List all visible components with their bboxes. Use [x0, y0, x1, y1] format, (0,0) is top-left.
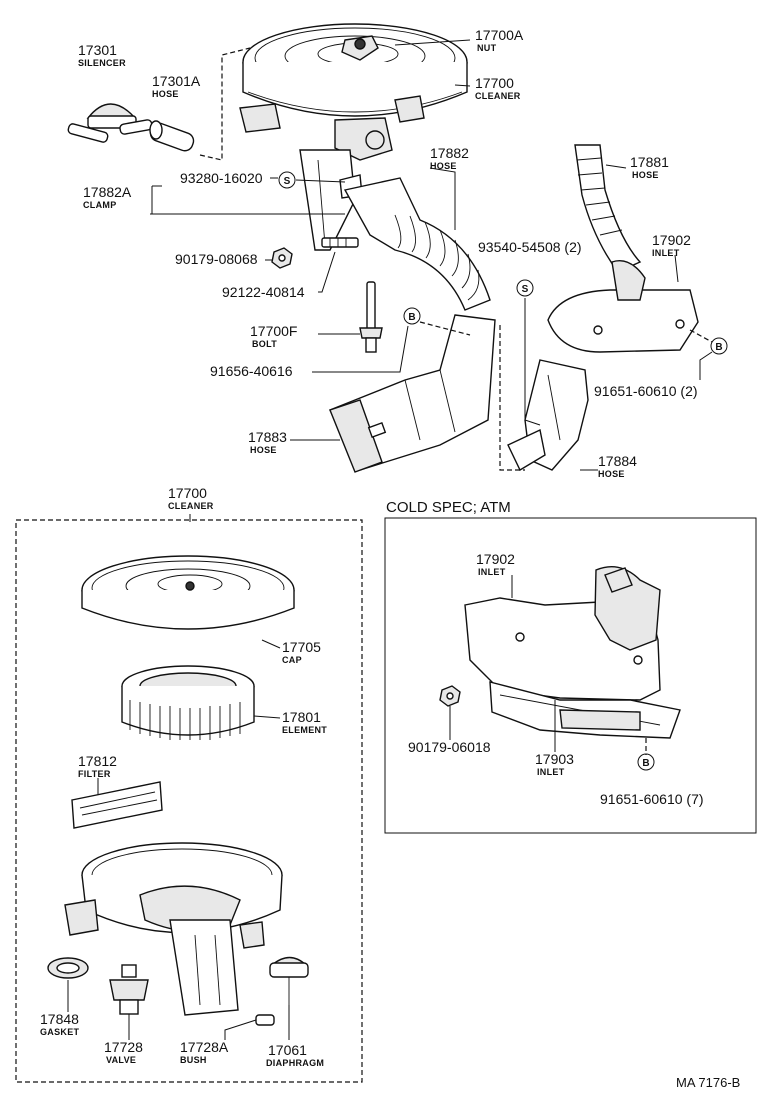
label-17883-num: 17883 [248, 429, 287, 445]
label-17903-name: INLET [537, 767, 565, 777]
diaphragm-17061-drawing [269, 956, 309, 1005]
label-17801-num: 17801 [282, 709, 321, 725]
label-17705-name: CAP [282, 655, 302, 665]
label-91651-7-num: 91651-60610 (7) [600, 791, 704, 807]
inlet-17903-drawing [489, 681, 681, 739]
inset-title: COLD SPEC; ATM [386, 499, 511, 516]
label-17848-num: 17848 [40, 1011, 79, 1027]
symbol-b-2: B [710, 337, 728, 355]
label-17700f-num: 17700F [250, 323, 297, 339]
label-17881-name: HOSE [632, 170, 659, 180]
label-17902b-name: INLET [478, 567, 506, 577]
label-92122-num: 92122-40814 [222, 284, 305, 300]
hose-17882-drawing [343, 177, 491, 311]
svg-text:B: B [715, 342, 722, 353]
label-17301-num: 17301 [78, 42, 117, 58]
label-17700a-name: NUT [477, 43, 497, 53]
label-91651-2-num: 91651-60610 (2) [594, 383, 698, 399]
label-17881-num: 17881 [630, 154, 669, 170]
inlet-17902-top-drawing [547, 260, 699, 353]
label-17700f-name: BOLT [252, 339, 277, 349]
label-90179-06018-num: 90179-06018 [408, 739, 491, 755]
label-17902b-num: 17902 [476, 551, 515, 567]
label-17902-num: 17902 [652, 232, 691, 248]
label-17882a-name: CLAMP [83, 200, 117, 210]
label-17061-name: DIAPHRAGM [266, 1058, 324, 1068]
label-17700-num: 17700 [475, 75, 514, 91]
inlet-17902-cold-spec-drawing [464, 566, 661, 701]
label-17301a-name: HOSE [152, 89, 179, 99]
label-91656-num: 91656-40616 [210, 363, 293, 379]
svg-text:B: B [408, 312, 415, 323]
svg-text:S: S [284, 176, 291, 187]
hose-17884-drawing [507, 359, 589, 471]
label-17882a-num: 17882A [83, 184, 132, 200]
svg-text:B: B [642, 758, 649, 769]
label-17884-num: 17884 [598, 453, 637, 469]
label-17848-name: GASKET [40, 1027, 80, 1037]
label-17882-num: 17882 [430, 145, 469, 161]
label-17705-num: 17705 [282, 639, 321, 655]
bolt-17700f-drawing [359, 281, 383, 353]
gasket-17848-drawing [47, 957, 89, 979]
label-17812-num: 17812 [78, 753, 117, 769]
filter-17812-drawing [71, 781, 163, 829]
element-17801-drawing [121, 665, 255, 740]
label-17061-num: 17061 [268, 1042, 307, 1058]
stud-drawing [321, 237, 359, 248]
nut-90179-drawing [271, 247, 293, 269]
label-17902-name: INLET [652, 248, 680, 258]
label-17728-name: VALVE [106, 1055, 136, 1065]
cleaner-case-drawing [64, 842, 283, 1016]
label-17812-name: FILTER [78, 769, 111, 779]
air-cleaner-top-drawing [239, 23, 468, 161]
label-17700-name: CLEANER [475, 91, 521, 101]
label-90179-08068-num: 90179-08068 [175, 251, 258, 267]
symbol-b-1: B [403, 307, 421, 325]
svg-text:S: S [522, 284, 529, 295]
bush-17728a-drawing [255, 1014, 275, 1026]
label-17801-name: ELEMENT [282, 725, 327, 735]
symbol-s-1: S [278, 171, 296, 189]
label-17301-name: SILENCER [78, 58, 126, 68]
label-17700b-num: 17700 [168, 485, 207, 501]
label-93280-num: 93280-16020 [180, 170, 263, 186]
valve-17728-drawing [109, 964, 149, 1015]
label-17882-name: HOSE [430, 161, 457, 171]
label-17903-num: 17903 [535, 751, 574, 767]
nut-90179-06018-drawing [439, 685, 461, 707]
hose-17881-drawing [574, 144, 642, 273]
label-17728-num: 17728 [104, 1039, 143, 1055]
label-17700a-num: 17700A [475, 27, 524, 43]
label-17884-name: HOSE [598, 469, 625, 479]
cap-17705-drawing [81, 555, 295, 630]
label-93540-num: 93540-54508 (2) [478, 239, 582, 255]
label-17883-name: HOSE [250, 445, 277, 455]
footer-code: MA 7176-B [676, 1075, 740, 1090]
hose-17301a-drawing [149, 120, 195, 152]
label-17728a-name: BUSH [180, 1055, 207, 1065]
label-17301a-num: 17301A [152, 73, 201, 89]
silencer-drawing [67, 103, 153, 143]
bracket-drawing [299, 149, 356, 251]
hose-17883-drawing [329, 314, 496, 473]
label-17728a-num: 17728A [180, 1039, 229, 1055]
symbol-s-2: S [516, 279, 534, 297]
label-17700b-name: CLEANER [168, 501, 214, 511]
symbol-b-3: B [637, 753, 655, 771]
